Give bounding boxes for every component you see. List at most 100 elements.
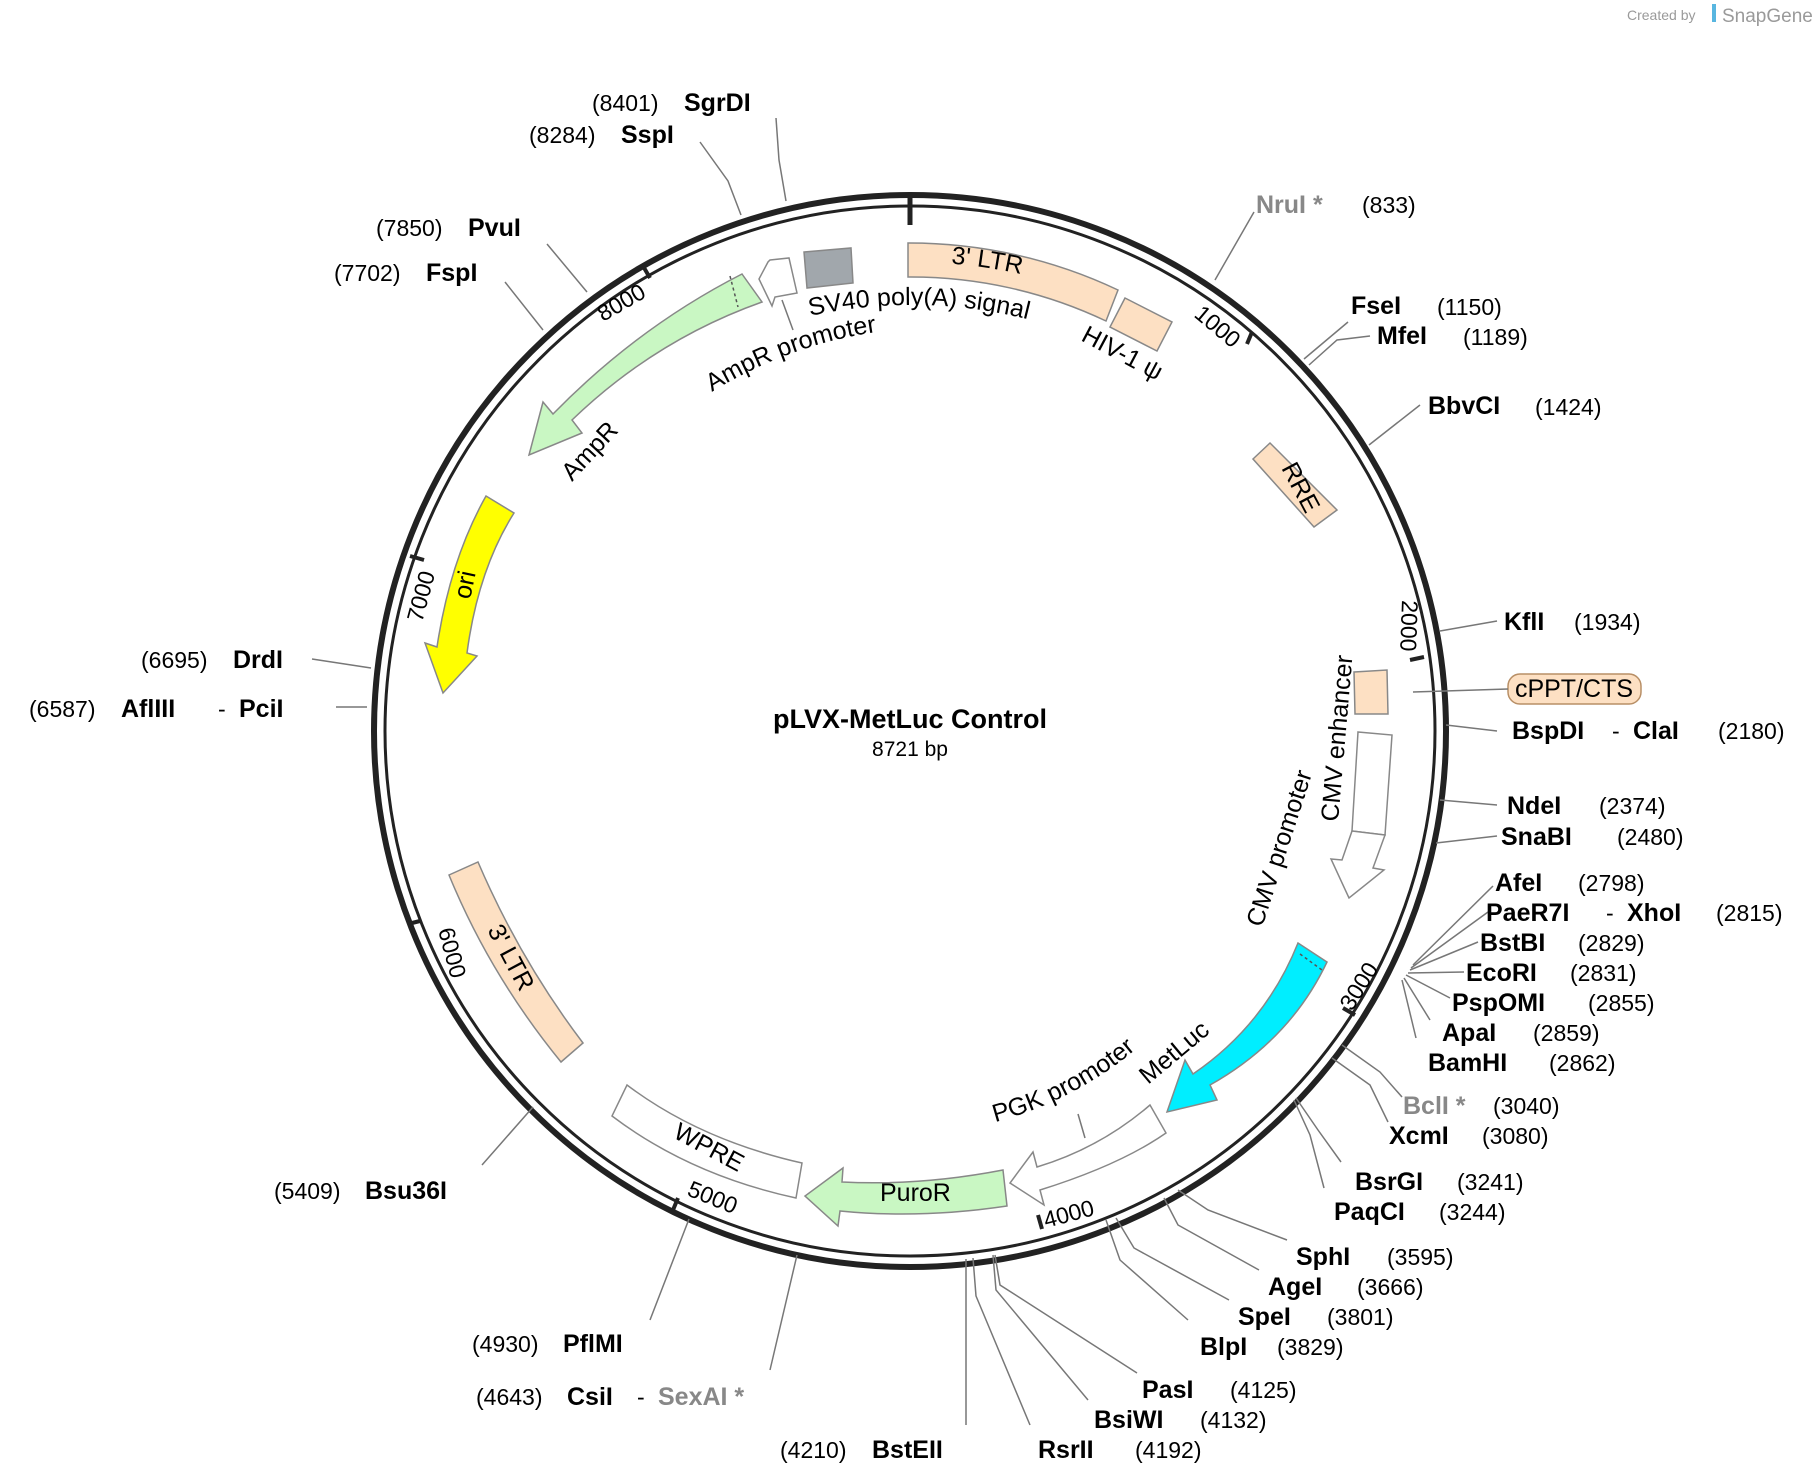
site-nrui: NruI * (833) — [1256, 191, 1416, 219]
site-name: BbvCI — [1428, 392, 1500, 420]
feature-cppt-cts-leader — [1412, 688, 1509, 693]
site-bsrgi: BsrGI (3241) — [1355, 1168, 1523, 1196]
feature-cmv-enhancer-shape — [1351, 731, 1393, 836]
feature-rre-shape — [1251, 441, 1339, 529]
site-position: (3595) — [1387, 1244, 1453, 1270]
tick-label-4000: 4000 — [1041, 1194, 1097, 1232]
site-xcmi: XcmI (3080) — [1389, 1122, 1548, 1150]
leader-ndei — [1439, 799, 1498, 806]
feature-ori: ori — [423, 494, 516, 695]
plasmid-length: 8721 bp — [872, 738, 948, 761]
feature-cmv-promoter-label: CMV promoter — [1241, 767, 1318, 930]
site-position: (2180) — [1718, 718, 1784, 744]
site-pflmi: (4930) PflMI — [472, 1330, 623, 1358]
feature-cmv-enhancer-label: CMV enhancer — [1316, 654, 1358, 823]
site-position: (3040) — [1493, 1093, 1559, 1119]
tick-mark-1000 — [1245, 331, 1254, 345]
leader-bbvci — [1368, 404, 1421, 446]
site-name: SspI — [621, 121, 674, 149]
site-position: (2862) — [1549, 1050, 1615, 1076]
feature-metluc-shape — [1165, 941, 1328, 1114]
tick-label-2000: 2000 — [1395, 600, 1423, 652]
snapgene-credit: Created by SnapGene — [1627, 4, 1813, 27]
feature-3-ltr-top-shape — [907, 242, 1119, 323]
site-name-2: XhoI — [1627, 899, 1681, 927]
site-name: XcmI — [1389, 1122, 1449, 1150]
leader-bsiwi — [992, 1254, 1089, 1401]
site-name: RsrII — [1038, 1436, 1094, 1464]
tick-label-3000: 3000 — [1334, 957, 1383, 1014]
tick-label-5000: 5000 — [684, 1176, 741, 1219]
site-position: (2815) — [1716, 900, 1782, 926]
tick-mark-4000 — [1036, 1214, 1044, 1230]
site-paer7i-xhoi: PaeR7I - XhoI (2815) — [1486, 899, 1782, 927]
feature-pgk-promoter: PGK promoter — [989, 1032, 1167, 1207]
site-position: (2480) — [1617, 824, 1683, 850]
site-position: (1934) — [1574, 609, 1640, 635]
site-position: (3801) — [1327, 1304, 1393, 1330]
site-name: SgrDI — [684, 89, 751, 117]
leader-bamhi — [1401, 979, 1417, 1039]
site-pasi: PasI (4125) — [1142, 1376, 1296, 1404]
leader-bcli — [1341, 1044, 1403, 1098]
site-ndei: NdeI (2374) — [1507, 792, 1665, 820]
site-fspi: (7702) FspI — [334, 259, 477, 287]
tick-mark-8000 — [641, 264, 652, 280]
site-name: BclI * — [1403, 1092, 1466, 1120]
site-name: MfeI — [1377, 322, 1427, 350]
site-position: (6587) — [29, 696, 95, 722]
site-position: (4210) — [780, 1437, 846, 1463]
backbone — [371, 192, 1449, 1270]
leader-mfei — [1308, 335, 1371, 366]
site-name-2: ClaI — [1633, 717, 1679, 745]
site-name: BspDI — [1512, 717, 1584, 745]
site-position: (2855) — [1588, 990, 1654, 1016]
site-position: (3666) — [1357, 1274, 1423, 1300]
site-name: PspOMI — [1452, 989, 1545, 1017]
feature-ampr-shape — [527, 273, 764, 457]
site-position: (3829) — [1277, 1334, 1343, 1360]
site-name: DrdI — [233, 646, 283, 674]
credit-brand: SnapGene — [1722, 6, 1813, 27]
site-name: FseI — [1351, 292, 1401, 320]
site-separator: - — [218, 696, 226, 722]
site-name: CsiI — [567, 1383, 613, 1411]
feature-cmv-promoter-shape — [1329, 830, 1387, 900]
tick-mark-5000 — [671, 1197, 680, 1211]
leader-spei — [1115, 1217, 1230, 1301]
site-mfei: MfeI (1189) — [1377, 322, 1528, 350]
tick-mark-7000 — [409, 554, 425, 562]
site-bamhi: BamHI (2862) — [1428, 1049, 1615, 1077]
site-paqci: PaqCI (3244) — [1334, 1198, 1505, 1226]
snapgene-logo-icon — [1712, 4, 1716, 22]
tick-label-8000: 8000 — [593, 278, 650, 326]
leader-pflmi — [649, 1218, 690, 1321]
site-bsu36i: (5409) Bsu36I — [274, 1177, 447, 1205]
site-bspdi-clai: BspDI - ClaI (2180) — [1512, 717, 1784, 745]
site-position: (4643) — [476, 1384, 542, 1410]
site-position: (2831) — [1570, 960, 1636, 986]
site-name: FspI — [426, 259, 477, 287]
site-name: SnaBI — [1501, 823, 1572, 851]
feature-metluc-divider — [1299, 953, 1323, 971]
credit-prefix: Created by — [1627, 7, 1695, 23]
leader-nrui — [1214, 211, 1255, 281]
site-name: EcoRI — [1466, 959, 1537, 987]
site-csii-sexai: (4643) CsiI - SexAI * — [476, 1383, 744, 1411]
site-pspomi: PspOMI (2855) — [1452, 989, 1654, 1017]
leader-fsei — [1303, 321, 1349, 360]
feature-cppt-cts: cPPT/CTS — [1412, 673, 1642, 705]
site-apai: ApaI (2859) — [1442, 1019, 1599, 1047]
site-position: (3244) — [1439, 1199, 1505, 1225]
site-name: BamHI — [1428, 1049, 1507, 1077]
leader-paqci — [1293, 1099, 1325, 1189]
leader-rsrii — [972, 1257, 1031, 1426]
site-position: (6695) — [141, 647, 207, 673]
leader-xcmi — [1331, 1057, 1389, 1123]
site-name: NdeI — [1507, 792, 1561, 820]
site-bbvci: BbvCI (1424) — [1428, 392, 1601, 420]
feature-cppt-cts-shape — [1353, 669, 1389, 715]
site-position: (4132) — [1200, 1407, 1266, 1433]
site-sphi: SphI (3595) — [1296, 1243, 1453, 1271]
site-position: (4930) — [472, 1331, 538, 1357]
